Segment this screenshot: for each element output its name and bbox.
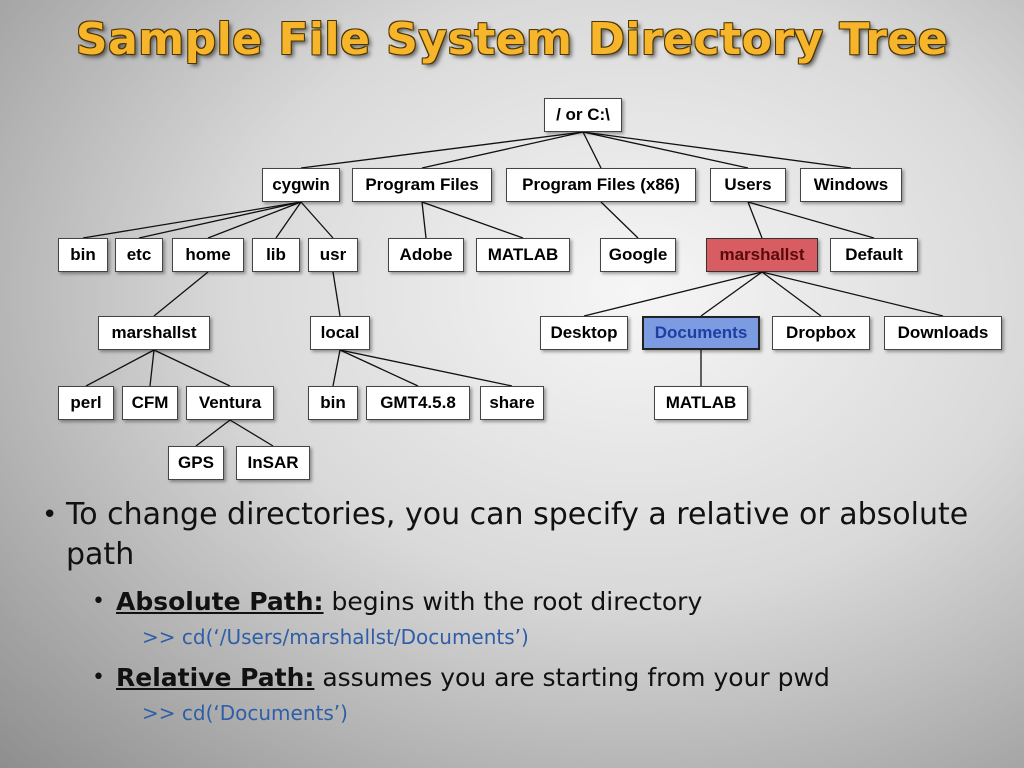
node-home-marshallst: marshallst xyxy=(98,316,210,350)
edge-marsh-u-dropbox xyxy=(761,271,822,317)
edge-local-bin2 xyxy=(332,349,341,387)
absolute-path-text: begins with the root directory xyxy=(323,587,703,616)
bullet-main-text: To change directories, you can specify a… xyxy=(66,497,969,572)
bullet-dot-icon: • xyxy=(42,500,58,530)
node-users-marshallst: marshallst xyxy=(706,238,818,272)
edge-users-default xyxy=(747,201,875,239)
edge-pf86-google xyxy=(600,201,639,239)
edge-local-gmt xyxy=(339,349,419,387)
bullet-list: • To change directories, you can specify… xyxy=(42,495,1002,727)
node-documents-matlab: MATLAB xyxy=(654,386,748,420)
node-cygwin-usr: usr xyxy=(308,238,358,272)
edge-root-pf xyxy=(421,131,584,169)
relative-path-code: >> cd(‘Documents’) xyxy=(142,701,348,725)
node-program-files-x86: Program Files (x86) xyxy=(506,168,696,202)
relative-path-text: assumes you are starting from your pwd xyxy=(314,663,830,692)
node-gps: GPS xyxy=(168,446,224,480)
node-program-files: Program Files xyxy=(352,168,492,202)
edge-cygwin-home xyxy=(207,201,302,239)
bullet-dot-icon: • xyxy=(92,589,105,614)
edge-marsh-u-desktop xyxy=(583,271,763,317)
edge-pf-adobe xyxy=(421,201,427,239)
node-insar: InSAR xyxy=(236,446,310,480)
edge-root-pf86 xyxy=(582,131,602,169)
bullet-absolute: • Absolute Path: begins with the root di… xyxy=(92,585,1002,619)
edge-cygwin-lib xyxy=(275,201,302,239)
edge-marsh-h-ventura xyxy=(153,349,231,387)
absolute-path-code: >> cd(‘/Users/marshallst/Documents’) xyxy=(142,625,529,649)
node-default: Default xyxy=(830,238,918,272)
node-share: share xyxy=(480,386,544,420)
node-windows: Windows xyxy=(800,168,902,202)
node-ventura: Ventura xyxy=(186,386,274,420)
edge-marsh-h-perl xyxy=(85,349,155,387)
edge-users-marsh-u xyxy=(747,201,763,239)
node-perl: perl xyxy=(58,386,114,420)
edge-ventura-insar xyxy=(229,419,274,447)
node-gmt: GMT4.5.8 xyxy=(366,386,470,420)
node-desktop: Desktop xyxy=(540,316,628,350)
edge-home-marsh-h xyxy=(153,271,209,317)
node-adobe: Adobe xyxy=(388,238,464,272)
absolute-path-term: Absolute Path: xyxy=(116,587,324,616)
node-cfm: CFM xyxy=(122,386,178,420)
bullet-relative: • Relative Path: assumes you are startin… xyxy=(92,661,1002,695)
edge-cygwin-bin xyxy=(82,201,302,239)
edge-cygwin-usr xyxy=(300,201,334,239)
edge-marsh-u-downloads xyxy=(761,271,944,317)
edge-pf-matlab1 xyxy=(421,201,524,239)
node-dropbox: Dropbox xyxy=(772,316,870,350)
edge-root-cygwin xyxy=(300,131,584,169)
slide-title: Sample File System Directory Tree xyxy=(75,14,949,65)
edge-ventura-gps xyxy=(195,419,231,447)
edge-usr-local xyxy=(332,271,341,317)
edge-cygwin-etc xyxy=(138,201,302,239)
edge-root-windows xyxy=(582,131,852,169)
node-cygwin-bin: bin xyxy=(58,238,108,272)
edge-marsh-h-cfm xyxy=(149,349,155,387)
relative-path-term: Relative Path: xyxy=(116,663,315,692)
node-downloads: Downloads xyxy=(884,316,1002,350)
node-documents: Documents xyxy=(642,316,760,350)
node-cygwin: cygwin xyxy=(262,168,340,202)
node-cygwin-lib: lib xyxy=(252,238,300,272)
node-cygwin-etc: etc xyxy=(115,238,163,272)
edge-local-share xyxy=(339,349,513,387)
node-program-files-matlab: MATLAB xyxy=(476,238,570,272)
bullet-dot-icon: • xyxy=(92,665,105,690)
node-local: local xyxy=(310,316,370,350)
node-users: Users xyxy=(710,168,786,202)
edge-marsh-u-documents xyxy=(700,271,763,317)
node-root: / or C:\ xyxy=(544,98,622,132)
edge-root-users xyxy=(582,131,749,169)
bullet-main: • To change directories, you can specify… xyxy=(42,495,1002,575)
node-local-bin: bin xyxy=(308,386,358,420)
node-cygwin-home: home xyxy=(172,238,244,272)
node-google: Google xyxy=(600,238,676,272)
